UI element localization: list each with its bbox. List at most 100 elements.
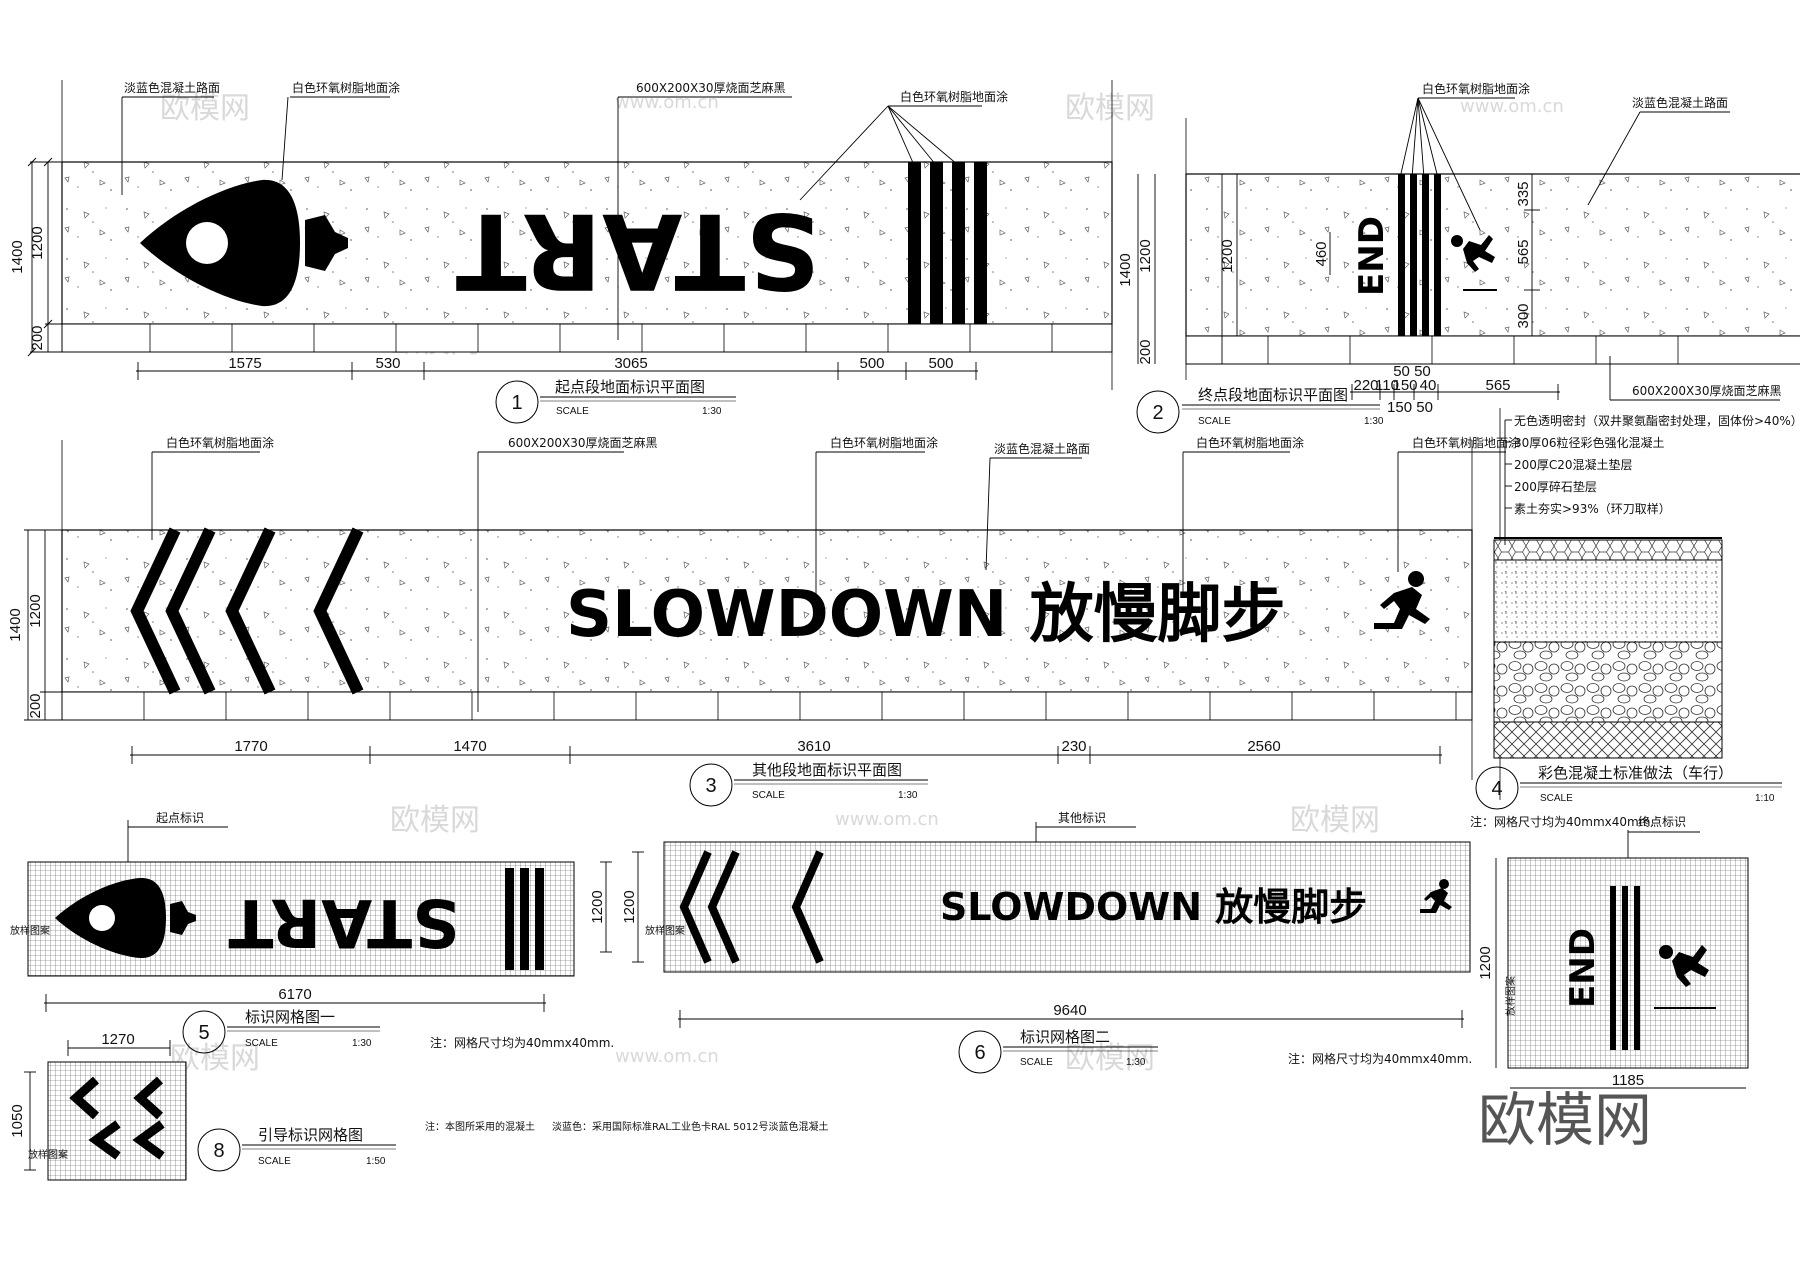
layer-label-2: 30厚06粒径彩色强化混凝土	[1514, 435, 1665, 450]
panel-8-number-circle	[197, 1128, 241, 1172]
label-sesame-black: 600X200X30厚烧面芝麻黑	[1632, 383, 1782, 398]
panel-2-title: 终点段地面标识平面图	[1198, 386, 1348, 404]
panel-8-guide-grid: 放样图案 1050 1270 8 引导标识网格图 SCALE 1:50	[9, 1031, 396, 1181]
panel-4-section-detail: 无色透明密封（双井聚氨酯密封处理，固体份>40%） 30厚06粒径彩色强化混凝土…	[1475, 413, 1800, 810]
dim-1200: 1200	[1477, 946, 1494, 979]
slowdown-grid-sign-text: SLOWDOWN 放慢脚步	[940, 885, 1367, 929]
panel-1-start-plan: START 淡蓝色混凝土路面 白色环氧树脂地面涂 600X200X30厚烧面芝麻…	[9, 80, 1113, 424]
dim-500: 500	[859, 355, 884, 372]
panel-1-number-circle	[495, 380, 539, 424]
label-white-epoxy: 白色环氧树脂地面涂	[1422, 81, 1530, 96]
panel-2-scale: 1:30	[1364, 416, 1384, 427]
watermark-url: www.om.cn	[1460, 96, 1564, 117]
panel-6-vertical-dims	[600, 851, 644, 963]
dim-1470: 1470	[453, 738, 486, 755]
panel-1-horizontal-dims	[136, 362, 978, 380]
dim-200: 200	[1137, 339, 1154, 364]
grid-board	[47, 1061, 187, 1181]
watermark-brand: 欧模网	[1290, 803, 1380, 838]
panel-4-number-circle	[1475, 766, 1519, 810]
panel-4-scale-label: SCALE	[1540, 793, 1573, 804]
dim-1270: 1270	[101, 1031, 134, 1048]
layer-sealer	[1493, 539, 1723, 561]
layer-c20-concrete	[1493, 559, 1723, 643]
panel-4-number: 4	[1491, 778, 1502, 800]
dim-1400: 1400	[1117, 253, 1134, 286]
grid-note: 注：网格尺寸均为40mmx40mm.	[1288, 1051, 1472, 1066]
panel-1-scale-label: SCALE	[556, 406, 589, 417]
panel-3-scale-label: SCALE	[752, 790, 785, 801]
label-sesame-black: 600X200X30厚烧面芝麻黑	[636, 80, 786, 95]
label-end-mark: 终点标识	[1638, 814, 1686, 829]
panel-3-number-circle	[689, 763, 733, 807]
end-grid-sign-text: END	[1563, 928, 1603, 1008]
guide-chevrons	[69, 1076, 165, 1160]
label-white-epoxy: 白色环氧树脂地面涂	[830, 435, 938, 450]
grid-note: 注：网格尺寸均为40mmx40mm.	[1470, 814, 1654, 829]
panel-7-end-grid: 注：网格尺寸均为40mmx40mm. 终点标识 END 放样图案 1200 11…	[1470, 814, 1749, 1089]
dim-300: 300	[1515, 303, 1532, 328]
panel-6-number: 6	[974, 1042, 985, 1064]
panel-1-scale: 1:30	[702, 406, 722, 417]
runner-icon	[1374, 571, 1430, 629]
panel-2-number-circle	[1136, 390, 1180, 434]
panel-6-title: 标识网格图二	[1020, 1028, 1110, 1046]
panel-6-slowdown-grid: SLOWDOWN 放慢脚步 其他标识 放样图案 1200 1200 9640 6…	[589, 811, 1472, 1074]
panel-5-dims	[44, 994, 546, 1012]
dim-1575: 1575	[228, 355, 261, 372]
panel-3-number: 3	[705, 775, 716, 797]
paver-joints	[149, 324, 1053, 352]
panel-3-title: 其他段地面标识平面图	[752, 761, 902, 779]
panel-2-scale-label: SCALE	[1198, 416, 1231, 427]
panel-2-number: 2	[1152, 402, 1163, 424]
note-blue-ral: 淡蓝色：采用国际标准RAL工业色卡RAL 5012号淡蓝色混凝土	[552, 1120, 829, 1133]
panel-3-scale: 1:30	[898, 790, 918, 801]
dim-9640: 9640	[1053, 1002, 1086, 1019]
side-label: 放样图案	[28, 1148, 68, 1161]
panel-6-number-circle	[958, 1030, 1002, 1074]
panel-1-vertical-dims	[27, 157, 62, 357]
dim-110: 110	[1375, 377, 1399, 394]
dim-50-50-top: 50 50	[1393, 363, 1431, 380]
panel-8-number: 8	[213, 1140, 224, 1162]
dim-530: 530	[375, 355, 400, 372]
panel-8-scale-label: SCALE	[258, 1156, 291, 1167]
paver-strip	[61, 691, 1473, 721]
panel-3-horizontal-dims	[130, 746, 1442, 764]
side-label: 放样图案	[645, 924, 685, 937]
panel-4-scale: 1:10	[1755, 793, 1775, 804]
chevron-arrows	[679, 850, 824, 964]
panel-2-vertical-dims	[1137, 174, 1540, 364]
panel-5-scale: 1:30	[352, 1038, 372, 1049]
label-white-epoxy-stripes: 白色环氧树脂地面涂	[900, 89, 1008, 104]
dim-3065: 3065	[614, 355, 647, 372]
rocket-icon	[55, 877, 196, 959]
grid-note: 注：网格尺寸均为40mmx40mm.	[430, 1035, 614, 1050]
panel-8-title: 引导标识网格图	[258, 1126, 363, 1144]
chevron-arrows	[130, 527, 364, 695]
dim-1185: 1185	[1612, 1072, 1644, 1089]
stripe-marking	[505, 868, 544, 970]
panel-4-leaders	[1504, 419, 1512, 545]
dim-220: 220	[1353, 377, 1378, 394]
dim-565: 565	[1485, 377, 1510, 394]
dim-1050: 1050	[9, 1104, 26, 1137]
layer-label-3: 200厚C20混凝土垫层	[1514, 457, 1633, 472]
dim-3610: 3610	[797, 738, 830, 755]
start-sign-text: START	[456, 190, 821, 312]
label-white-epoxy: 白色环氧树脂地面涂	[166, 435, 274, 450]
start-grid-sign-text: START	[228, 884, 459, 961]
dim-1200: 1200	[589, 890, 606, 923]
dim-40: 40	[1420, 377, 1437, 394]
dim-1200: 1200	[1137, 239, 1154, 272]
watermark-url: www.om.cn	[835, 809, 939, 830]
panel-4-title: 彩色混凝土标准做法（车行）	[1538, 764, 1733, 782]
note-concrete: 注：本图所采用的混凝土	[425, 1120, 535, 1133]
panel-6-scale: 1:30	[1126, 1057, 1146, 1068]
panel-1-title: 起点段地面标识平面图	[555, 378, 705, 396]
label-blue-concrete: 淡蓝色混凝土路面	[994, 441, 1090, 456]
panel-5-start-grid: START 起点标识 放样图案 6170 5 标识网格图一 SCALE 1:30…	[10, 811, 614, 1054]
end-stripe-marking	[1398, 174, 1441, 336]
concrete-road	[61, 529, 1473, 693]
dim-1400: 1400	[9, 240, 26, 273]
